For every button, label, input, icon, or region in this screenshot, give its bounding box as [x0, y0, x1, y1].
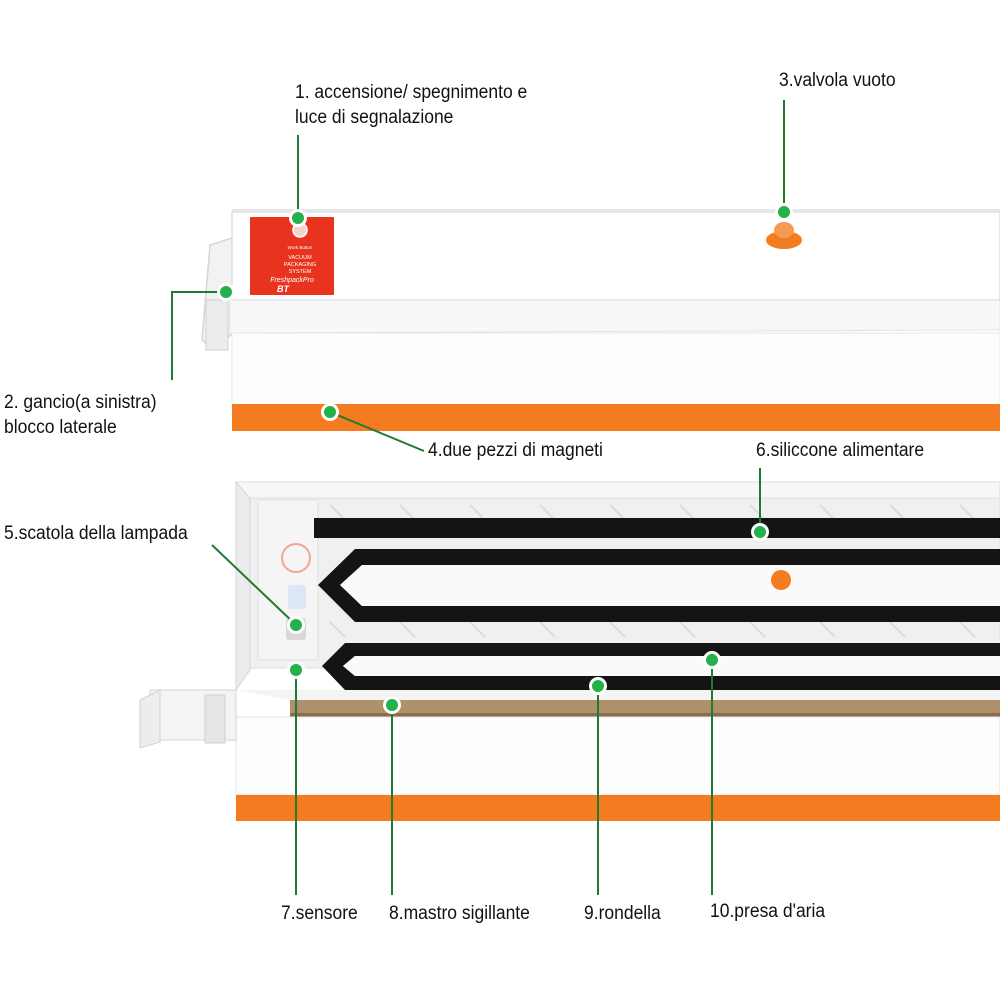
leader-lines	[171, 100, 785, 895]
callout-1-line-1: 1. accensione/ spegnimento e	[295, 82, 528, 103]
callout-6-line-1: 6.siliccone alimentare	[756, 440, 925, 461]
callout-label-1: 1. accensione/ spegnimento e luce di seg…	[295, 80, 527, 130]
control-panel: Work Button VACUUM PACKAGING SYSTEM Fres…	[250, 217, 334, 295]
dot-1	[292, 212, 304, 224]
dot-3	[778, 206, 790, 218]
callout-1-line-2: luce di segnalazione	[295, 107, 454, 128]
sealing-tape	[290, 700, 1000, 714]
middle-gasket	[318, 549, 1000, 622]
panel-button-text: Work Button	[288, 245, 313, 250]
callout-dots	[217, 203, 793, 714]
callout-label-3: 3.valvola vuoto	[779, 68, 896, 93]
callout-3-line-1: 3.valvola vuoto	[779, 70, 896, 91]
callout-label-8: 8.mastro sigillante	[389, 901, 530, 926]
callout-2-line-2: blocco laterale	[4, 417, 117, 438]
dot-2	[220, 286, 232, 298]
dot-5	[290, 619, 302, 631]
leader-2	[171, 291, 226, 380]
vacuum-valve	[766, 222, 802, 249]
callout-4-line-1: 4.due pezzi di magneti	[428, 440, 603, 461]
dot-10	[706, 654, 718, 666]
dot-9	[592, 680, 604, 692]
callout-7-line-1: 7.sensore	[281, 903, 358, 924]
callout-5-line-1: 5.scatola della lampada	[4, 523, 188, 544]
callout-10-line-1: 10.presa d'aria	[710, 901, 826, 922]
base-unit	[139, 480, 1000, 821]
callout-label-10: 10.presa d'aria	[710, 899, 825, 924]
callout-label-5: 5.scatola della lampada	[4, 521, 188, 546]
dot-6	[754, 526, 766, 538]
callout-label-6: 6.siliccone alimentare	[756, 438, 924, 463]
dot-7	[290, 664, 302, 676]
lid-unit: Work Button VACUUM PACKAGING SYSTEM Fres…	[201, 209, 1000, 431]
callout-label-9: 9.rondella	[584, 901, 661, 926]
panel-brand: FreshpackPro	[270, 277, 314, 284]
callout-2-line-1: 2. gancio(a sinistra)	[4, 392, 157, 413]
callout-label-4: 4.due pezzi di magneti	[428, 438, 603, 463]
washer-gasket	[322, 643, 1000, 690]
callout-9-line-1: 9.rondella	[584, 903, 661, 924]
dot-4	[324, 406, 336, 418]
panel-line3: SYSTEM	[289, 269, 312, 275]
leader-4	[329, 411, 425, 452]
silicone-gasket	[314, 518, 1000, 538]
orange-trim-bottom	[236, 795, 1000, 821]
orange-trim-top	[232, 404, 1000, 431]
callout-label-7: 7.sensore	[281, 901, 358, 926]
panel-model: BT	[277, 284, 290, 294]
dot-8	[386, 699, 398, 711]
callout-label-2: 2. gancio(a sinistra) blocco laterale	[4, 390, 157, 440]
callout-8-line-1: 8.mastro sigillante	[389, 903, 530, 924]
panel-line1: VACUUM	[288, 255, 312, 261]
leader-5	[211, 544, 297, 626]
panel-line2: PACKAGING	[284, 262, 316, 268]
